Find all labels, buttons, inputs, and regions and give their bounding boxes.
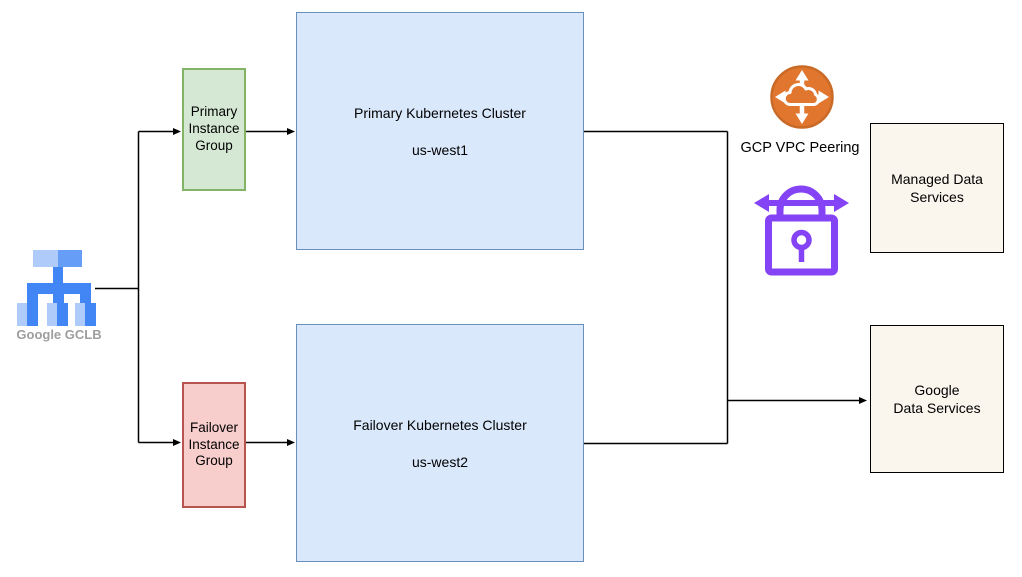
primary-instance-group-box: Primary Instance Group (182, 68, 246, 191)
primary-kubernetes-cluster-box: Primary Kubernetes Cluster us-west1 (296, 12, 584, 250)
vpc-peering-label: GCP VPC Peering (740, 140, 860, 156)
secure-connection-lock-icon (754, 185, 849, 276)
google-data-services-box: Google Data Services (870, 325, 1004, 473)
managed-data-services-box: Managed Data Services (870, 123, 1004, 253)
failover-instance-group-label: Failover Instance Group (188, 419, 240, 469)
managed-data-services-label-line1: Managed Data (891, 170, 983, 187)
failover-kubernetes-cluster-box: Failover Kubernetes Cluster us-west2 (296, 324, 584, 562)
failover-cluster-title: Failover Kubernetes Cluster (353, 416, 527, 433)
vpc-peering-node (769, 64, 835, 135)
gclb-node (7, 250, 107, 333)
vpn-lock-node (752, 168, 852, 281)
google-data-services-label-line2: Data Services (893, 400, 981, 416)
google-data-services-label-line1: Google (914, 381, 960, 398)
primary-instance-group-label: Primary Instance Group (188, 104, 240, 153)
primary-cluster-title: Primary Kubernetes Cluster (354, 104, 526, 121)
load-balancer-icon (17, 250, 96, 326)
gclb-label: Google GCLB (16, 327, 102, 342)
failover-instance-group-box: Failover Instance Group (182, 382, 246, 508)
vpc-peering-icon (770, 65, 834, 129)
failover-cluster-region: us-west2 (411, 453, 469, 470)
managed-data-services-label-line2: Services (910, 189, 964, 205)
primary-cluster-region: us-west1 (411, 141, 469, 158)
